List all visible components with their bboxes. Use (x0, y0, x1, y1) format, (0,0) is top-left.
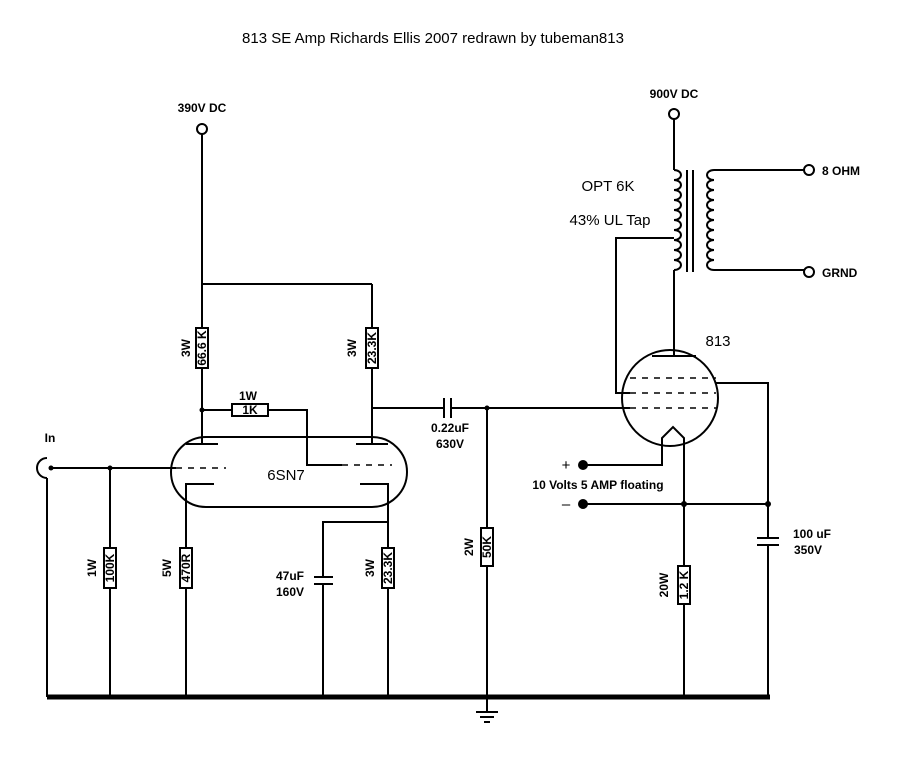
cap-coupling-value: 0.22uF (431, 421, 469, 435)
wire (583, 448, 685, 505)
ul-tap-label: 43% UL Tap (570, 212, 651, 229)
title: 813 SE Amp Richards Ellis 2007 redrawn b… (242, 30, 624, 47)
resistor-coupling-watt: 1W (239, 389, 258, 403)
resistor-coupling-value: 1K (242, 403, 258, 417)
resistor-plate2-watt: 3W (345, 338, 359, 357)
supply-390v-label: 390V DC (178, 101, 227, 115)
cap-coupling-voltage: 630V (436, 437, 464, 451)
resistor-cathode2-watt: 3W (363, 558, 377, 577)
junction (199, 407, 205, 413)
supply-900v-terminal (668, 108, 680, 120)
tube-6sn7-envelope (170, 436, 408, 508)
wire (615, 237, 674, 394)
opt-label: OPT 6K (581, 178, 634, 195)
resistor-cathode813-value: 1.2 K (677, 570, 691, 599)
supply-390v-terminal (196, 123, 208, 135)
cap-cathode813-voltage: 350V (794, 543, 822, 557)
resistor-plate2-value: 23.3K (365, 332, 379, 364)
triode1-cathode (185, 483, 214, 490)
filament-minus-terminal (578, 499, 588, 509)
tube-6sn7-label: 6SN7 (267, 467, 305, 484)
resistor-plate1-value: 66.6 K (195, 330, 209, 366)
junction (107, 465, 113, 471)
tube-813-filament (661, 425, 685, 448)
resistor-input-value: 100K (103, 553, 117, 582)
junction (484, 405, 490, 411)
junction (765, 501, 771, 507)
input-label: In (45, 431, 56, 445)
cap-cathode2-value: 47uF (276, 569, 304, 583)
tube-813-label: 813 (705, 333, 730, 350)
wire (716, 382, 769, 538)
resistor-input-watt: 1W (85, 558, 99, 577)
cap-cathode2-voltage: 160V (276, 585, 304, 599)
resistor-grid813-watt: 2W (462, 537, 476, 556)
output-8ohm-terminal (803, 164, 815, 176)
resistor-plate1-watt: 3W (179, 338, 193, 357)
resistor-cathode1-watt: 5W (160, 558, 174, 577)
wire (322, 507, 389, 576)
resistor-cathode2-value: 23.3K (381, 552, 395, 584)
resistor-grid813-value: 50K (480, 536, 494, 558)
filament-plus: + (562, 457, 571, 474)
filament-plus-terminal (578, 460, 588, 470)
cap-cathode813-value: 100 uF (793, 527, 831, 541)
input-jack-icon (36, 457, 48, 479)
opt-primary-winding (673, 169, 682, 271)
supply-900v-label: 900V DC (650, 87, 699, 101)
wire (583, 448, 663, 466)
filament-minus: – (562, 496, 571, 513)
filament-label: 10 Volts 5 AMP floating (532, 478, 663, 492)
output-gnd-label: GRND (822, 266, 858, 280)
resistor-cathode1-value: 470R (179, 553, 193, 582)
tube-813-envelope (621, 349, 719, 447)
output-8ohm-label: 8 OHM (822, 164, 860, 178)
output-gnd-terminal (803, 266, 815, 278)
triode2-cathode (360, 483, 389, 507)
opt-secondary-winding (706, 169, 715, 271)
resistor-cathode813-watt: 20W (657, 572, 671, 597)
